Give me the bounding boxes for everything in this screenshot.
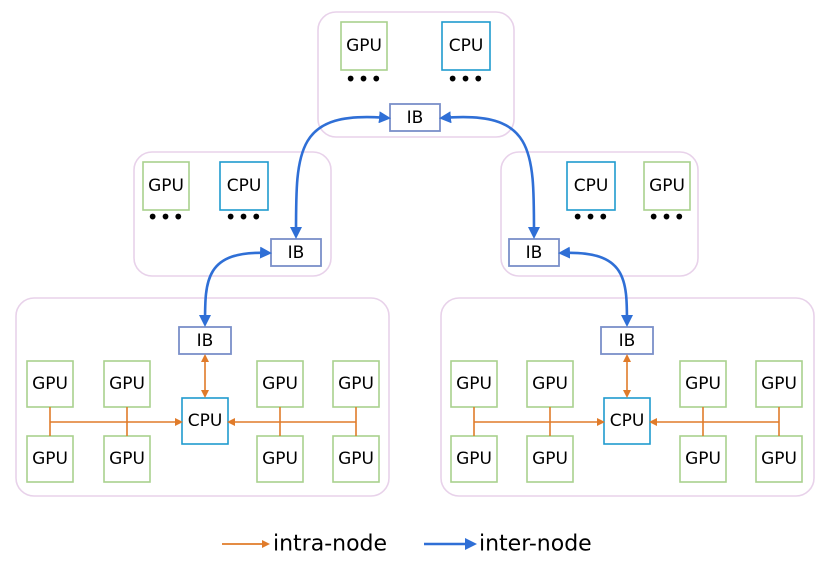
cpu-label: CPU <box>449 36 484 56</box>
cpu-box: CPU <box>219 161 269 211</box>
ellipsis: ••• <box>225 205 263 229</box>
inter-node-links <box>199 111 633 327</box>
ellipsis: ••• <box>345 67 383 91</box>
cpu-label: CPU <box>227 176 262 196</box>
legend-intra-label: intra-node <box>273 532 387 557</box>
ellipsis: ••• <box>648 205 686 229</box>
gpu-box: GPU <box>26 435 74 483</box>
gpu-box: GPU <box>26 360 74 408</box>
gpu-box: GPU <box>103 360 151 408</box>
gpu-label: GPU <box>338 374 374 394</box>
gpu-label: GPU <box>262 449 298 469</box>
middle-right-node: CPU ••• GPU ••• IB <box>500 151 699 277</box>
bottom-right-node: IB CPU GPU GPU GPU GPU GPU GPU GPU GPU <box>440 297 815 497</box>
inter-link-top-to-mid-right <box>439 111 541 239</box>
gpu-label: GPU <box>338 449 374 469</box>
gpu-box: GPU <box>679 360 727 408</box>
gpu-box: GPU <box>755 360 803 408</box>
gpu-box: GPU <box>142 161 190 211</box>
gpu-box: GPU <box>332 360 380 408</box>
gpu-label: GPU <box>148 176 184 196</box>
inter-link-mid-right-to-bottom-right <box>558 246 633 327</box>
gpu-label: GPU <box>532 374 568 394</box>
ib-label: IB <box>619 331 636 351</box>
cpu-box: CPU <box>566 161 616 211</box>
ib-label: IB <box>526 243 543 263</box>
top-node: GPU ••• CPU ••• IB <box>317 11 515 138</box>
ib-label: IB <box>288 243 305 263</box>
ellipsis: ••• <box>147 205 185 229</box>
cpu-label: CPU <box>574 176 609 196</box>
ellipsis: ••• <box>447 67 485 91</box>
legend-inter-label: inter-node <box>479 532 592 557</box>
gpu-label: GPU <box>685 374 721 394</box>
cpu-box: CPU <box>603 397 651 445</box>
gpu-label: GPU <box>685 449 721 469</box>
gpu-box: GPU <box>450 360 498 408</box>
gpu-label: GPU <box>456 374 492 394</box>
legend-intra: intra-node <box>222 532 387 557</box>
gpu-box: GPU <box>450 435 498 483</box>
cpu-box: CPU <box>181 397 229 445</box>
gpu-box: GPU <box>526 435 574 483</box>
ib-box: IB <box>389 103 441 132</box>
gpu-box: GPU <box>103 435 151 483</box>
gpu-label: GPU <box>532 449 568 469</box>
ib-box: IB <box>178 326 232 355</box>
cpu-label: CPU <box>610 411 645 431</box>
middle-left-node: GPU ••• CPU ••• IB <box>133 151 332 277</box>
gpu-label: GPU <box>761 449 797 469</box>
ib-label: IB <box>407 108 424 128</box>
gpu-box: GPU <box>332 435 380 483</box>
inter-link-top-to-mid-left <box>289 111 391 239</box>
gpu-label: GPU <box>109 449 145 469</box>
cpu-label: CPU <box>188 411 223 431</box>
gpu-box: GPU <box>526 360 574 408</box>
gpu-label: GPU <box>761 374 797 394</box>
gpu-label: GPU <box>109 374 145 394</box>
ib-box: IB <box>600 326 654 355</box>
intra-node-links <box>49 354 357 436</box>
gpu-label: GPU <box>456 449 492 469</box>
gpu-label: GPU <box>262 374 298 394</box>
gpu-label: GPU <box>649 176 685 196</box>
legend-inter: inter-node <box>424 532 592 557</box>
inter-link-mid-left-to-bottom-left <box>199 246 272 327</box>
gpu-box: GPU <box>643 161 691 211</box>
intra-node-links <box>473 354 780 436</box>
cpu-box: CPU <box>441 21 491 71</box>
gpu-label: GPU <box>32 374 68 394</box>
gpu-box: GPU <box>256 360 304 408</box>
ib-label: IB <box>197 331 214 351</box>
gpu-box: GPU <box>340 21 388 71</box>
gpu-box: GPU <box>679 435 727 483</box>
gpu-box: GPU <box>755 435 803 483</box>
bottom-left-node: IB CPU GPU GPU GPU GPU GPU GPU GPU GPU <box>15 297 390 497</box>
gpu-label: GPU <box>32 449 68 469</box>
ellipsis: ••• <box>572 205 610 229</box>
ib-box: IB <box>270 238 322 267</box>
gpu-box: GPU <box>256 435 304 483</box>
gpu-label: GPU <box>346 36 382 56</box>
legend: intra-node inter-node <box>222 532 592 557</box>
ib-box: IB <box>508 238 560 267</box>
